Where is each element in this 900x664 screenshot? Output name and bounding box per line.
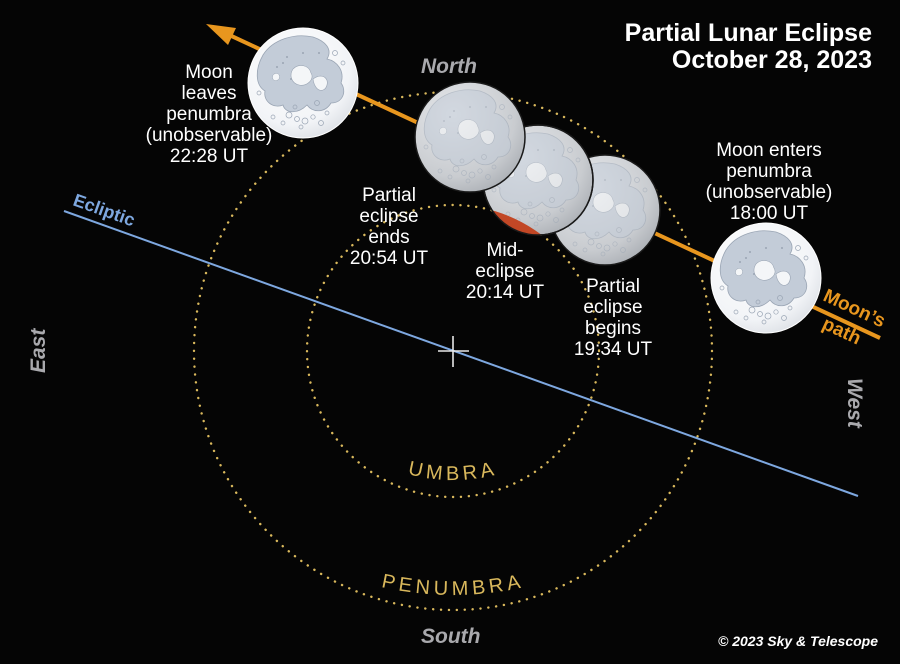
event-label-mid-eclipse: Mid- eclipse 20:14 UT (450, 240, 560, 303)
event-label-partial-ends: Partial eclipse ends 20:54 UT (334, 185, 444, 269)
diagram-title: Partial Lunar Eclipse October 28, 2023 (625, 20, 872, 74)
umbra-outline (305, 203, 601, 499)
event-line: Mid- (486, 240, 524, 261)
event-line: penumbra (166, 104, 252, 125)
event-line: eclipse (475, 261, 535, 282)
direction-east: East (27, 328, 50, 373)
event-line: begins (585, 318, 641, 339)
moon-enters-penumbra (710, 222, 822, 334)
event-label-partial-begins: Partial eclipse begins 19:34 UT (558, 276, 668, 360)
title-line-2: October 28, 2023 (671, 46, 872, 74)
event-line: 19:34 UT (573, 339, 653, 360)
direction-south: South (421, 625, 481, 648)
event-line: 22:28 UT (169, 146, 249, 167)
event-line: eclipse (583, 297, 643, 318)
penumbra-outline (192, 90, 714, 612)
moon-partial-ends (414, 81, 526, 193)
title-line-1: Partial Lunar Eclipse (624, 19, 872, 47)
event-line: (unobservable) (145, 125, 273, 146)
shadow-center-cross-icon (438, 336, 469, 367)
direction-north: North (421, 55, 477, 78)
ecliptic-label: Ecliptic (71, 190, 138, 230)
event-line: eclipse (359, 206, 419, 227)
event-line: Partial (362, 185, 416, 206)
event-line: Moon enters (716, 140, 822, 161)
penumbra-label: PENUMBRA (380, 570, 526, 600)
event-line: penumbra (726, 161, 812, 182)
event-line: Partial (586, 276, 640, 297)
event-label-leaves-penumbra: Moon leaves penumbra (unobservable) 22:2… (138, 62, 280, 167)
ecliptic-line (63, 210, 859, 497)
direction-west: West (843, 378, 866, 429)
event-line: leaves (181, 83, 237, 104)
event-line: 20:14 UT (465, 282, 545, 303)
event-line: 20:54 UT (349, 248, 429, 269)
event-label-enters-penumbra: Moon enters penumbra (unobservable) 18:0… (694, 140, 844, 224)
moon-leaves-penumbra (247, 27, 359, 139)
copyright-notice: © 2023 Sky & Telescope (718, 633, 878, 649)
event-line: (unobservable) (705, 182, 833, 203)
event-line: ends (368, 227, 410, 248)
event-line: Moon (185, 62, 233, 83)
umbra-label: UMBRA (406, 458, 499, 486)
arrow-head-icon (206, 24, 236, 45)
event-line: 18:00 UT (729, 203, 809, 224)
